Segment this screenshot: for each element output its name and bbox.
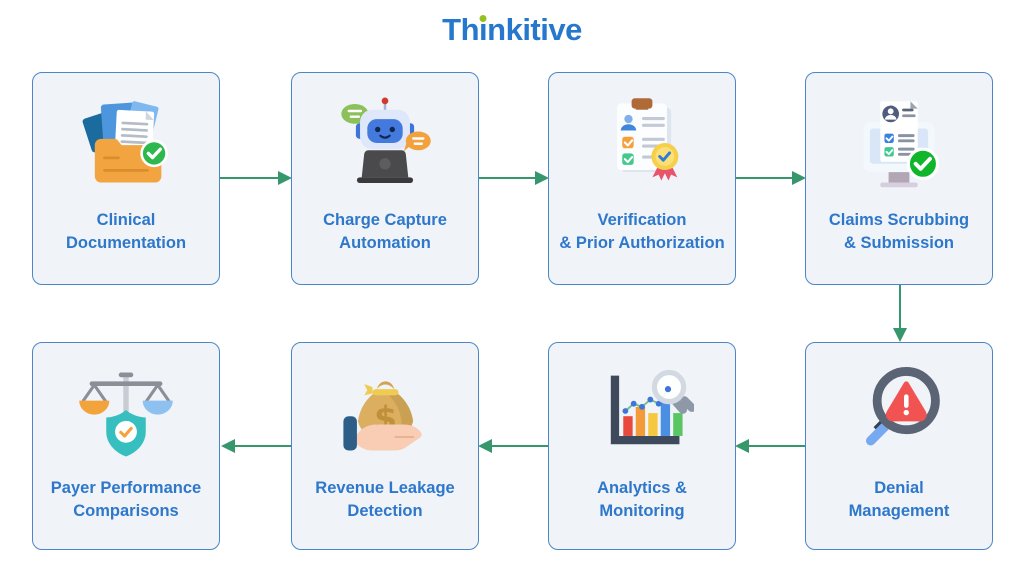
arrow-step4-to-step5 [893, 285, 907, 342]
step-label: Denial Management [848, 479, 950, 520]
monitor-claim-check-icon [863, 101, 940, 188]
step-verification-prior-authorization: Verification & Prior Authorization [548, 72, 736, 285]
step-clinical-documentation: Clinical Documentation [32, 72, 220, 285]
step-revenue-leakage-detection: $ Revenue Leakage Detection [291, 342, 479, 550]
step-claims-scrubbing-submission: Claims Scrubbing & Submission [805, 72, 993, 285]
step-label: Revenue Leakage Detection [315, 479, 455, 520]
logo-i: ı [479, 12, 488, 48]
arrow-step1-to-step2 [220, 171, 292, 185]
step-label: Verification & Prior Authorization [559, 211, 725, 252]
chatbot-laptop-icon [341, 97, 431, 184]
folder-documents-icon [82, 101, 168, 183]
arrow-step5-to-step6 [735, 439, 805, 453]
magnifier-alert-icon [865, 367, 940, 446]
step-denial-management: Denial Management [805, 342, 993, 550]
arrow-step2-to-step3 [479, 171, 549, 185]
step-charge-capture-automation: Charge Capture Automation [291, 72, 479, 285]
step-label: Analytics & Monitoring [597, 479, 687, 520]
step-label: Charge Capture Automation [323, 211, 447, 252]
step-label: Claims Scrubbing & Submission [828, 211, 970, 252]
clipboard-badge-icon [617, 98, 679, 181]
arrow-step7-to-step8 [221, 439, 291, 453]
arrow-step6-to-step7 [478, 439, 548, 453]
money-bag-hand-icon: $ [343, 381, 422, 451]
arrow-step3-to-step4 [736, 171, 806, 185]
scale-shield-icon [79, 372, 173, 457]
logo-part1: Th [442, 12, 480, 47]
logo-part3: nkitive [487, 12, 582, 47]
step-label: Clinical Documentation [65, 211, 187, 252]
step-label: Payer Performance Comparisons [50, 479, 202, 520]
logo-i-stem: ı [479, 12, 488, 47]
chart-magnifier-icon [610, 369, 694, 445]
step-analytics-monitoring: Analytics & Monitoring [548, 342, 736, 550]
logo-i-dot-icon [479, 15, 487, 22]
step-payer-performance-comparisons: Payer Performance Comparisons [32, 342, 220, 550]
